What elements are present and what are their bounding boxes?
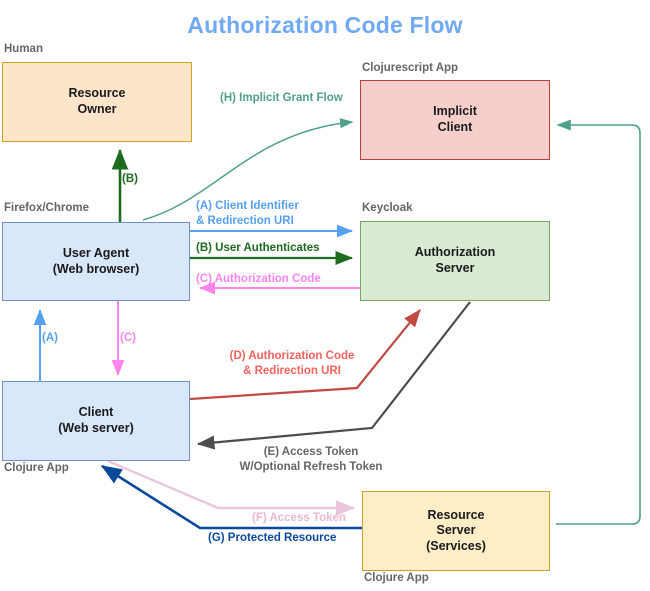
- edge-label-e: (E) Access Token W/Optional Refresh Toke…: [232, 445, 390, 475]
- node-client-web-server[interactable]: Client (Web server): [2, 381, 190, 461]
- tag-human: Human: [4, 43, 43, 55]
- edge-label-d: (D) Authorization Code & Redirection URI: [224, 349, 360, 379]
- node-client-web-server-line2: (Web server): [58, 421, 134, 435]
- edge-resource-server-to-implicit-client-path: [556, 119, 641, 525]
- node-resource-server-line3: (Services): [426, 538, 486, 553]
- edge-label-b-vertical-text: (B): [122, 173, 138, 185]
- node-resource-owner-line2: Owner: [77, 102, 117, 116]
- node-authorization-server-line1: Authorization: [414, 245, 496, 260]
- tag-clojurescript-app: Clojurescript App: [362, 62, 459, 74]
- edge-label-c-text: (C) Authorization Code: [196, 273, 321, 285]
- node-implicit-client[interactable]: Implicit Client: [360, 80, 550, 160]
- edge-label-d-text: (D) Authorization Code: [229, 350, 355, 362]
- node-user-agent-line2: (Web browser): [52, 261, 140, 276]
- edge-label-f: (F) Access Token: [252, 511, 346, 526]
- edge-label-e-text: (E) Access Token: [263, 446, 359, 458]
- edge-label-c-vertical: (C): [120, 331, 136, 346]
- node-resource-server-line2: Server: [436, 523, 476, 538]
- edge-label-g: (G) Protected Resource: [208, 531, 336, 546]
- edge-label-c: (C) Authorization Code: [196, 272, 321, 287]
- node-authorization-server[interactable]: Authorization Server: [360, 221, 550, 301]
- edge-label-a-vertical: (A): [42, 331, 58, 346]
- node-implicit-client-line1: Implicit: [433, 104, 477, 119]
- tag-firefox-chrome: Firefox/Chrome: [4, 202, 89, 214]
- node-resource-server-line1: Resource: [427, 507, 485, 522]
- edge-label-b-vertical: (B): [122, 172, 138, 187]
- edge-label-b-text: (B) User Authenticates: [196, 242, 320, 254]
- edge-label-f-text: (F) Access Token: [252, 512, 346, 524]
- edge-label-a-text: (A) Client Identifier: [196, 200, 299, 212]
- edge-label-a-vertical-text: (A): [42, 332, 58, 344]
- tag-clojure-app-client: Clojure App: [4, 462, 69, 474]
- edge-label-e-text2: W/Optional Refresh Token: [239, 460, 383, 473]
- node-user-agent-line1: User Agent: [62, 245, 130, 260]
- node-resource-owner[interactable]: Resource Owner: [2, 62, 192, 142]
- edge-label-h-text: (H) Implicit Grant Flow: [220, 92, 343, 104]
- node-implicit-client-line2: Client: [437, 120, 473, 134]
- edge-label-d-text2: & Redirection URI: [243, 364, 341, 377]
- node-client-web-server-line1: Client: [78, 405, 114, 420]
- node-authorization-server-line2: Server: [435, 261, 475, 275]
- edge-label-a: (A) Client Identifier & Redirection URI: [196, 199, 299, 229]
- edge-label-g-text: (G) Protected Resource: [208, 532, 337, 544]
- tag-clojure-app-resource-server: Clojure App: [364, 572, 429, 584]
- page-title: Authorization Code Flow: [187, 12, 463, 38]
- edge-label-c-vertical-text: (C): [120, 332, 136, 344]
- node-user-agent[interactable]: User Agent (Web browser): [2, 222, 190, 301]
- node-resource-owner-line1: Resource: [68, 86, 126, 101]
- tag-keycloak: Keycloak: [362, 202, 413, 214]
- node-resource-server[interactable]: Resource Server (Services): [362, 491, 550, 571]
- edge-label-h: (H) Implicit Grant Flow: [220, 91, 343, 106]
- edge-label-a-text2: & Redirection URI: [196, 214, 294, 227]
- edge-label-b: (B) User Authenticates: [196, 241, 320, 256]
